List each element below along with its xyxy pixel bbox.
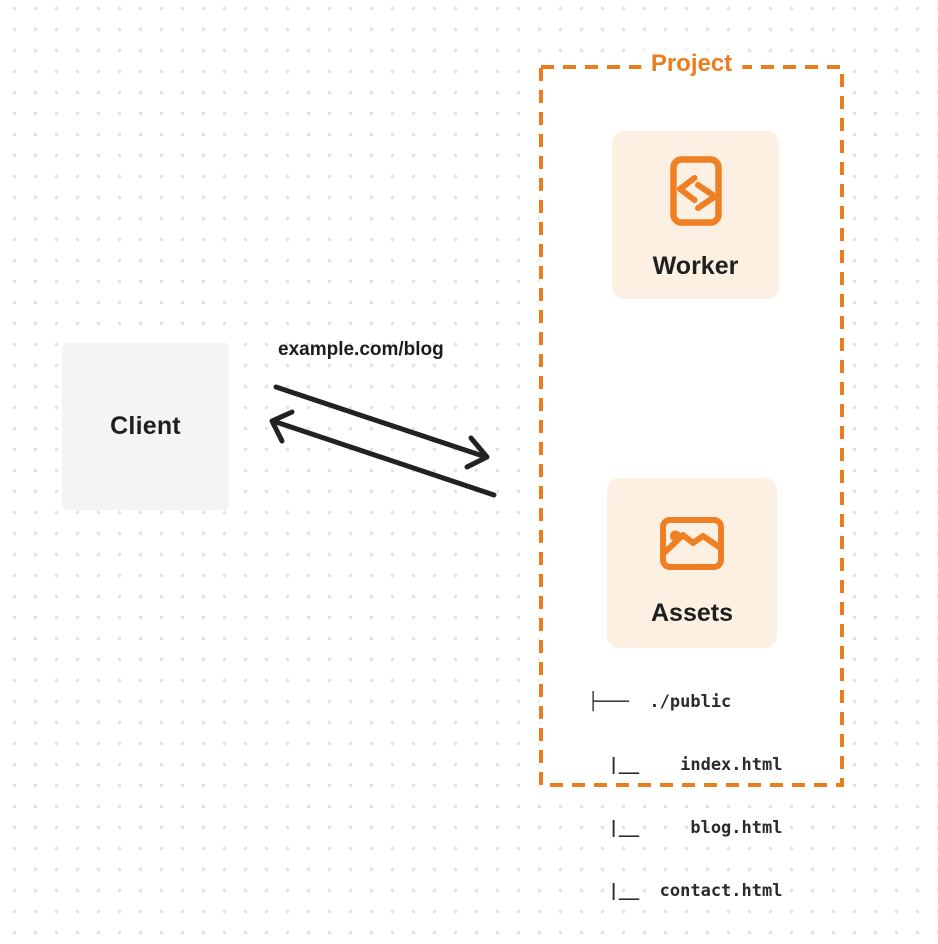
file-tree-line-blog: |__ blog.html — [588, 818, 783, 838]
project-title: Project — [640, 50, 743, 78]
assets-label: Assets — [651, 599, 733, 627]
worker-label: Worker — [652, 252, 739, 280]
assets-file-tree: ├─── ./public |__ index.html |__ blog.ht… — [588, 650, 782, 944]
response-arrow — [269, 409, 497, 498]
file-tree-line-public: ├─── ./public — [588, 692, 732, 712]
project-dashed-border — [539, 65, 844, 787]
worker-node: Worker — [612, 131, 779, 299]
client-label: Client — [110, 412, 181, 440]
image-icon — [660, 517, 724, 570]
request-arrow — [273, 384, 490, 470]
project-container: Project Worker Assets ├─── ./public |__ … — [539, 50, 844, 901]
file-tree-line-contact: |__ contact.html — [588, 881, 783, 901]
client-node: Client — [62, 343, 229, 510]
file-tree-line-index: |__ index.html — [588, 755, 783, 775]
request-url-label: example.com/blog — [278, 339, 444, 360]
assets-node: Assets — [607, 478, 777, 648]
diagram-page: { "colors": { "accent_orange": "#ea7d1e"… — [0, 0, 938, 901]
code-file-icon — [669, 156, 722, 226]
